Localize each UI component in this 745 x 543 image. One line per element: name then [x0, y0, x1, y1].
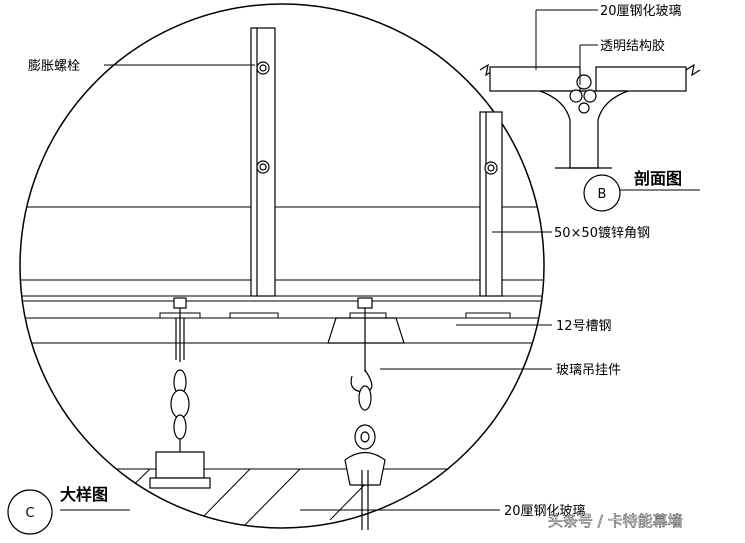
angle-steel-right — [479, 111, 503, 297]
detail-circle — [19, 3, 545, 529]
base-plates — [159, 312, 511, 319]
section-marker-circle — [583, 174, 621, 212]
detail-marker-label: C — [25, 506, 34, 521]
watermark: 头条号 / 卡特能幕墙 — [548, 512, 683, 530]
label-structural-adhesive: 透明结构胶 — [600, 38, 665, 54]
label-glass-hanger: 玻璃吊挂件 — [556, 363, 621, 378]
channel-steel — [20, 295, 544, 344]
label-tempered-glass-top: 20厘钢化玻璃 — [600, 4, 682, 19]
label-section-title: 剖面图 — [634, 169, 682, 188]
label-detail-title: 大样图 — [60, 485, 108, 504]
detail-marker-circle — [7, 489, 53, 535]
label-channel-steel: 12号槽钢 — [556, 319, 612, 334]
hanger-right — [327, 297, 405, 530]
hanger-left — [149, 297, 211, 489]
angle-steel-left — [250, 27, 276, 297]
label-angle-steel: 50×50镀锌角钢 — [554, 225, 650, 241]
label-tempered-glass-bottom: 20厘钢化玻璃 — [504, 504, 586, 519]
section-drawing — [479, 63, 701, 169]
label-expansion-bolt: 膨胀螺栓 — [28, 59, 80, 74]
section-marker-label: B — [598, 187, 607, 202]
leader-lines — [60, 9, 700, 511]
